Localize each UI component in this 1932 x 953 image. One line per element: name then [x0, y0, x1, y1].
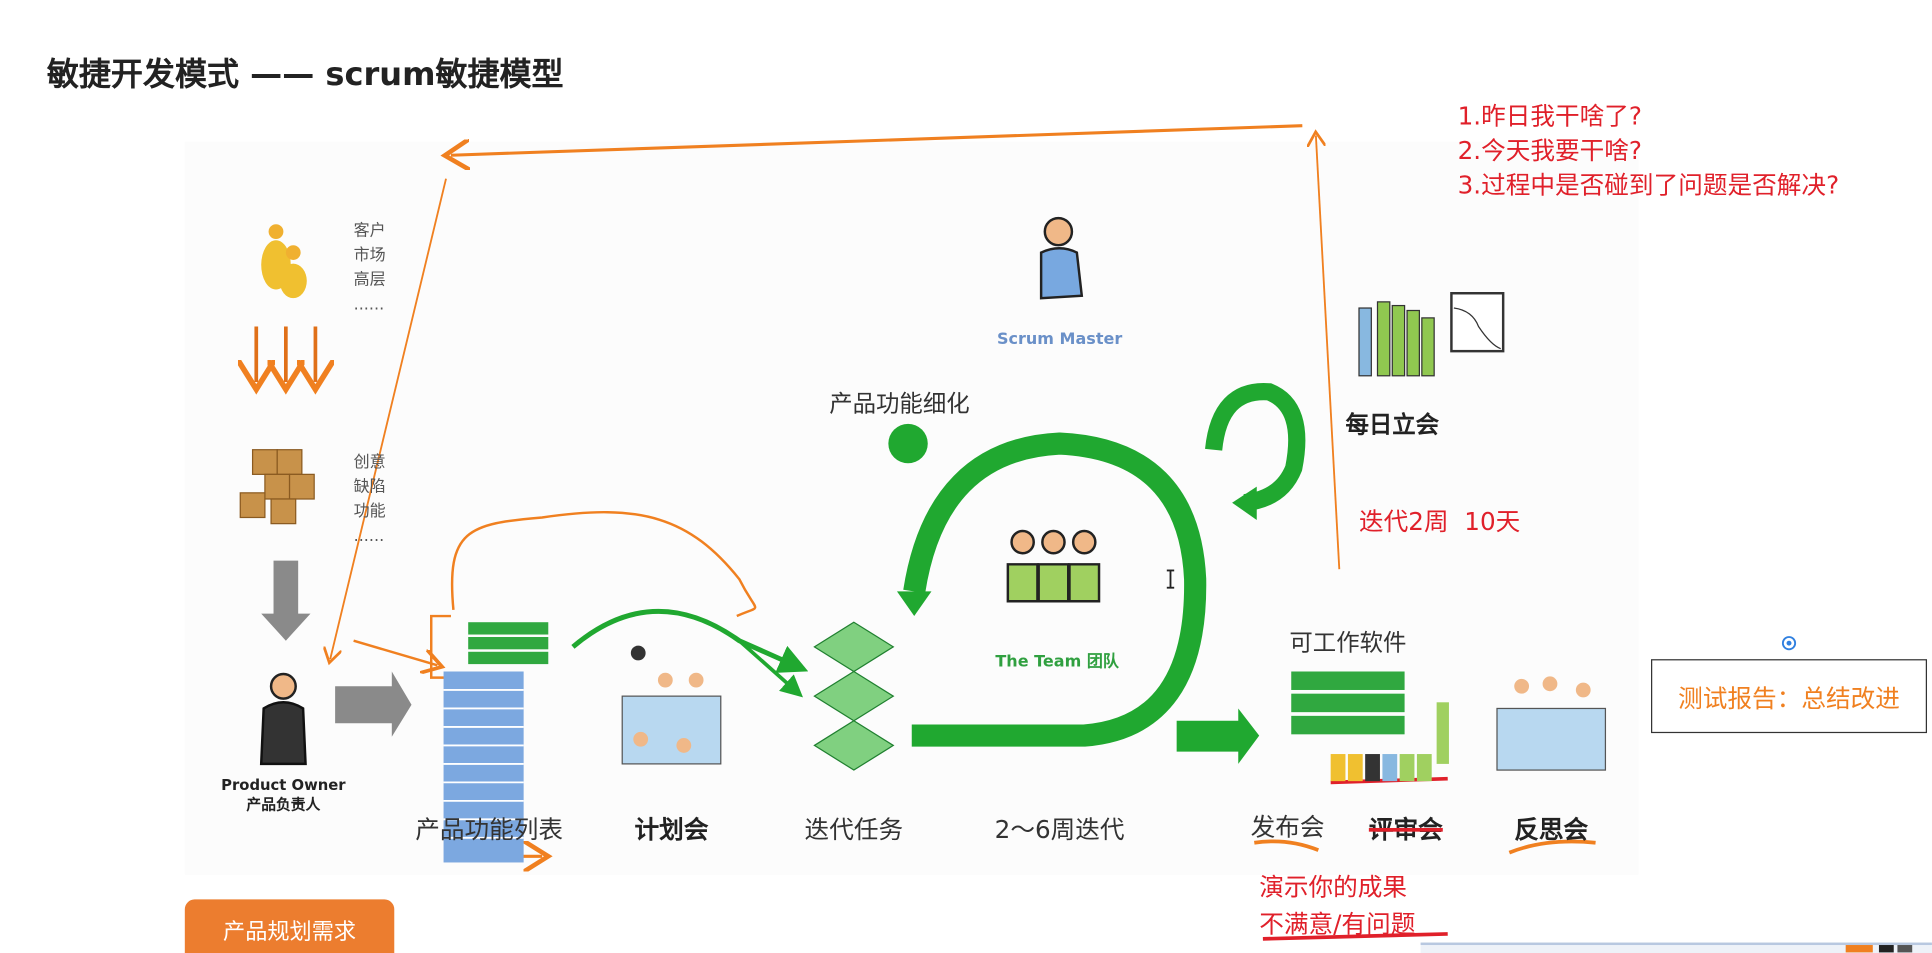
stage-sprint: 2～6周迭代	[994, 814, 1125, 844]
orange-arrow-up	[1316, 136, 1341, 570]
daily-standup-questions: 1.昨日我干啥了? 2.今天我要干啥? 3.过程中是否碰到了问题是否解决?	[1458, 99, 1840, 202]
taskbar-icon[interactable]	[1897, 945, 1913, 953]
iteration-note: 迭代2周 10天	[1359, 506, 1521, 536]
orange-arrow-left	[330, 178, 447, 660]
orange-down-arrows	[256, 326, 315, 382]
taskbar-icon[interactable]	[1878, 945, 1894, 953]
product-backlog-stack	[443, 671, 524, 863]
planning-meeting-icon	[621, 645, 722, 765]
scrum-master-label: Scrum Master	[996, 330, 1123, 349]
stage-release: 发布会	[1250, 811, 1325, 842]
refine-label: 产品功能细化	[829, 390, 970, 418]
question-2: 2.今天我要干啥?	[1457, 135, 1643, 166]
orange-arrow-top	[451, 124, 1303, 156]
green-dot	[888, 423, 928, 464]
stakeholders-icon	[261, 224, 307, 299]
product-owner-icon	[259, 672, 307, 766]
daily-standup-icon	[1358, 301, 1435, 377]
review-audience-icon	[1330, 702, 1449, 782]
product-planning-button[interactable]: 产品规划需求	[184, 899, 395, 953]
stage-retrospective: 反思会	[1514, 814, 1589, 844]
stage-review: 评审会	[1368, 814, 1443, 844]
working-software-label: 可工作软件	[1289, 629, 1407, 657]
stage-backlog: 产品功能列表	[415, 814, 564, 844]
sprint-tasks-icon	[813, 621, 895, 771]
gray-right-arrow	[335, 671, 412, 737]
test-report-textbox[interactable]: 测试报告：总结改进	[1651, 659, 1928, 734]
green-release-arrow	[1176, 708, 1260, 764]
stage-sprint-tasks: 迭代任务	[804, 814, 904, 844]
stakeholders-label: 客户市场高层......	[353, 221, 386, 315]
working-software-icon	[1291, 671, 1405, 735]
team-label: The Team 团队	[995, 653, 1119, 672]
inputs-label: 创意缺陷功能......	[353, 453, 386, 546]
window-edge	[1420, 942, 1932, 953]
retrospective-icon	[1496, 676, 1607, 771]
orange-curve	[450, 510, 757, 618]
text-cursor-icon	[1166, 569, 1175, 589]
page-title: 敏捷开发模式 —— scrum敏捷模型	[46, 56, 564, 94]
gray-down-arrow	[261, 560, 311, 641]
green-flow-curve	[571, 608, 809, 673]
scrum-diagram-background	[184, 141, 1639, 875]
spiral-icon	[1781, 636, 1797, 651]
team-icon	[1006, 529, 1101, 603]
scrum-master-icon	[1039, 216, 1084, 300]
question-3: 3.过程中是否碰到了问题是否解决?	[1457, 170, 1840, 200]
boxes-icon	[239, 449, 315, 525]
question-1: 1.昨日我干啥了?	[1457, 101, 1643, 131]
sprint-loop	[903, 432, 1207, 747]
stage-planning: 计划会	[634, 814, 709, 844]
taskbar-icon[interactable]	[1845, 945, 1873, 953]
selected-backlog-stack	[468, 622, 549, 665]
burndown-chart-icon	[1450, 292, 1505, 353]
daily-loop	[1205, 383, 1306, 512]
orange-bracket	[430, 614, 451, 679]
demo-notes: 演示你的成果不满意/有问题	[1259, 872, 1416, 939]
daily-standup-label: 每日立会	[1345, 411, 1440, 439]
